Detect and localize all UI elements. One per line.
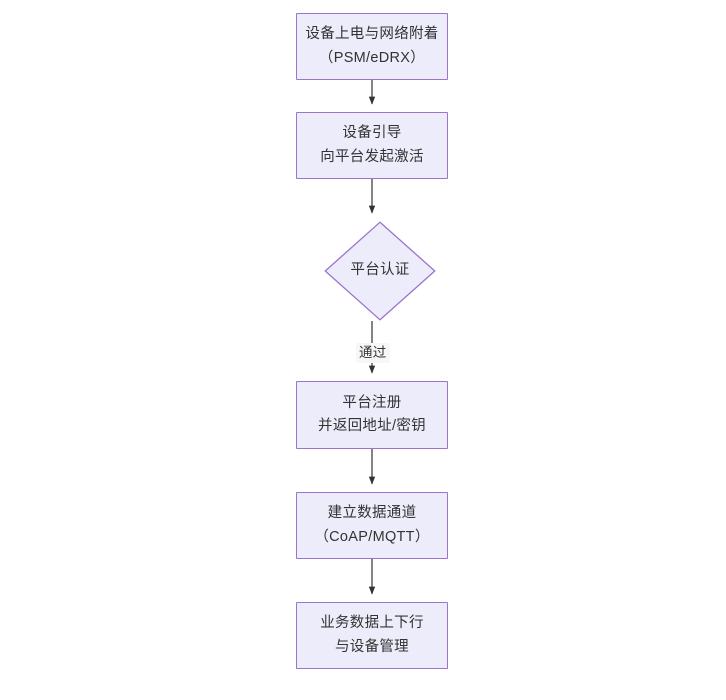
flow-node-platform-auth-decision[interactable]: 平台认证 xyxy=(324,221,436,321)
edge-label-pass: 通过 xyxy=(356,343,390,363)
flow-node-platform-registration[interactable]: 平台注册 并返回地址/密钥 xyxy=(296,381,448,449)
flow-node-label: 设备上电与网络附着 （PSM/eDRX） xyxy=(305,26,439,66)
flow-node-label: 平台注册 并返回地址/密钥 xyxy=(318,394,426,434)
diamond-shape xyxy=(324,221,436,321)
flow-node-label: 平台认证 xyxy=(350,262,410,279)
flow-node-device-bootstrap[interactable]: 设备引导 向平台发起激活 xyxy=(296,112,448,179)
flow-node-establish-data-channel[interactable]: 建立数据通道 （CoAP/MQTT） xyxy=(296,492,448,559)
flow-node-business-data-and-device-management[interactable]: 业务数据上下行 与设备管理 xyxy=(296,602,448,669)
flow-node-label: 设备引导 向平台发起激活 xyxy=(320,125,424,165)
flow-node-device-power-on[interactable]: 设备上电与网络附着 （PSM/eDRX） xyxy=(296,13,448,80)
flow-node-label: 建立数据通道 （CoAP/MQTT） xyxy=(314,505,430,545)
flow-node-label: 业务数据上下行 与设备管理 xyxy=(320,615,424,655)
